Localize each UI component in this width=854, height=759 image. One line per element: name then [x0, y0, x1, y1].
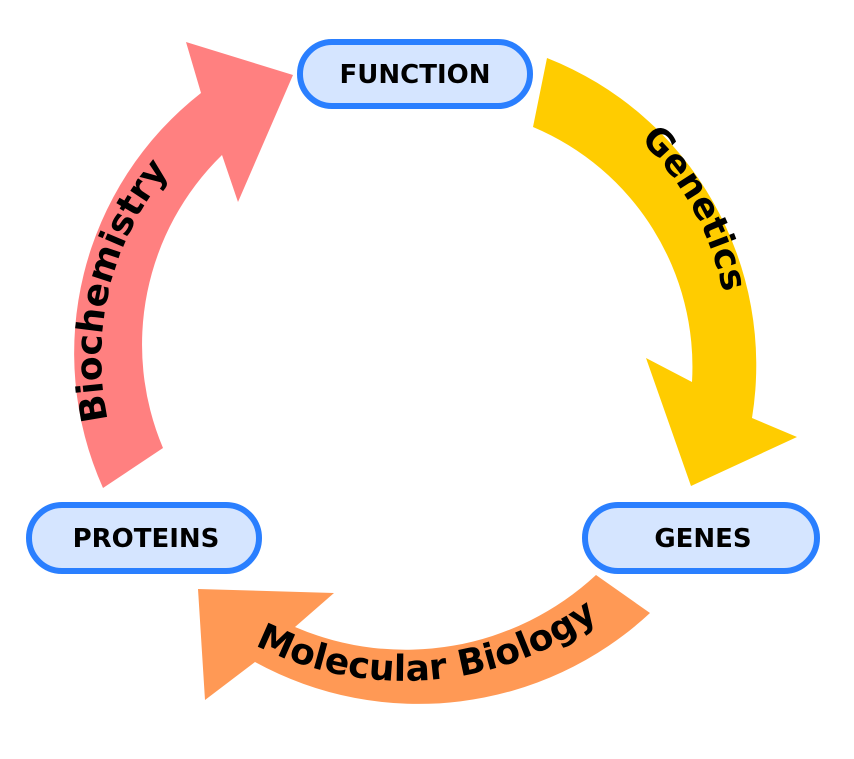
node-genes-pill — [582, 502, 820, 574]
genetics-arrow-shape — [533, 58, 797, 486]
node-function-label: FUNCTION — [340, 60, 491, 90]
biochemistry-arrow: Biochemistry — [69, 42, 293, 488]
biochemistry-arrow-shape — [74, 42, 293, 488]
molecular-biology-arrow-shape — [198, 575, 650, 704]
node-genes: GENES — [582, 502, 820, 574]
genetics-arrow: Genetics — [533, 58, 797, 486]
node-genes-label: GENES — [654, 524, 751, 554]
node-function: FUNCTION — [297, 39, 533, 109]
node-proteins-pill — [26, 502, 262, 574]
node-proteins: PROTEINS — [26, 502, 262, 574]
molecular-biology-arrow: Molecular Biology — [198, 575, 650, 704]
node-proteins-label: PROTEINS — [73, 524, 220, 554]
node-function-pill — [297, 39, 533, 109]
